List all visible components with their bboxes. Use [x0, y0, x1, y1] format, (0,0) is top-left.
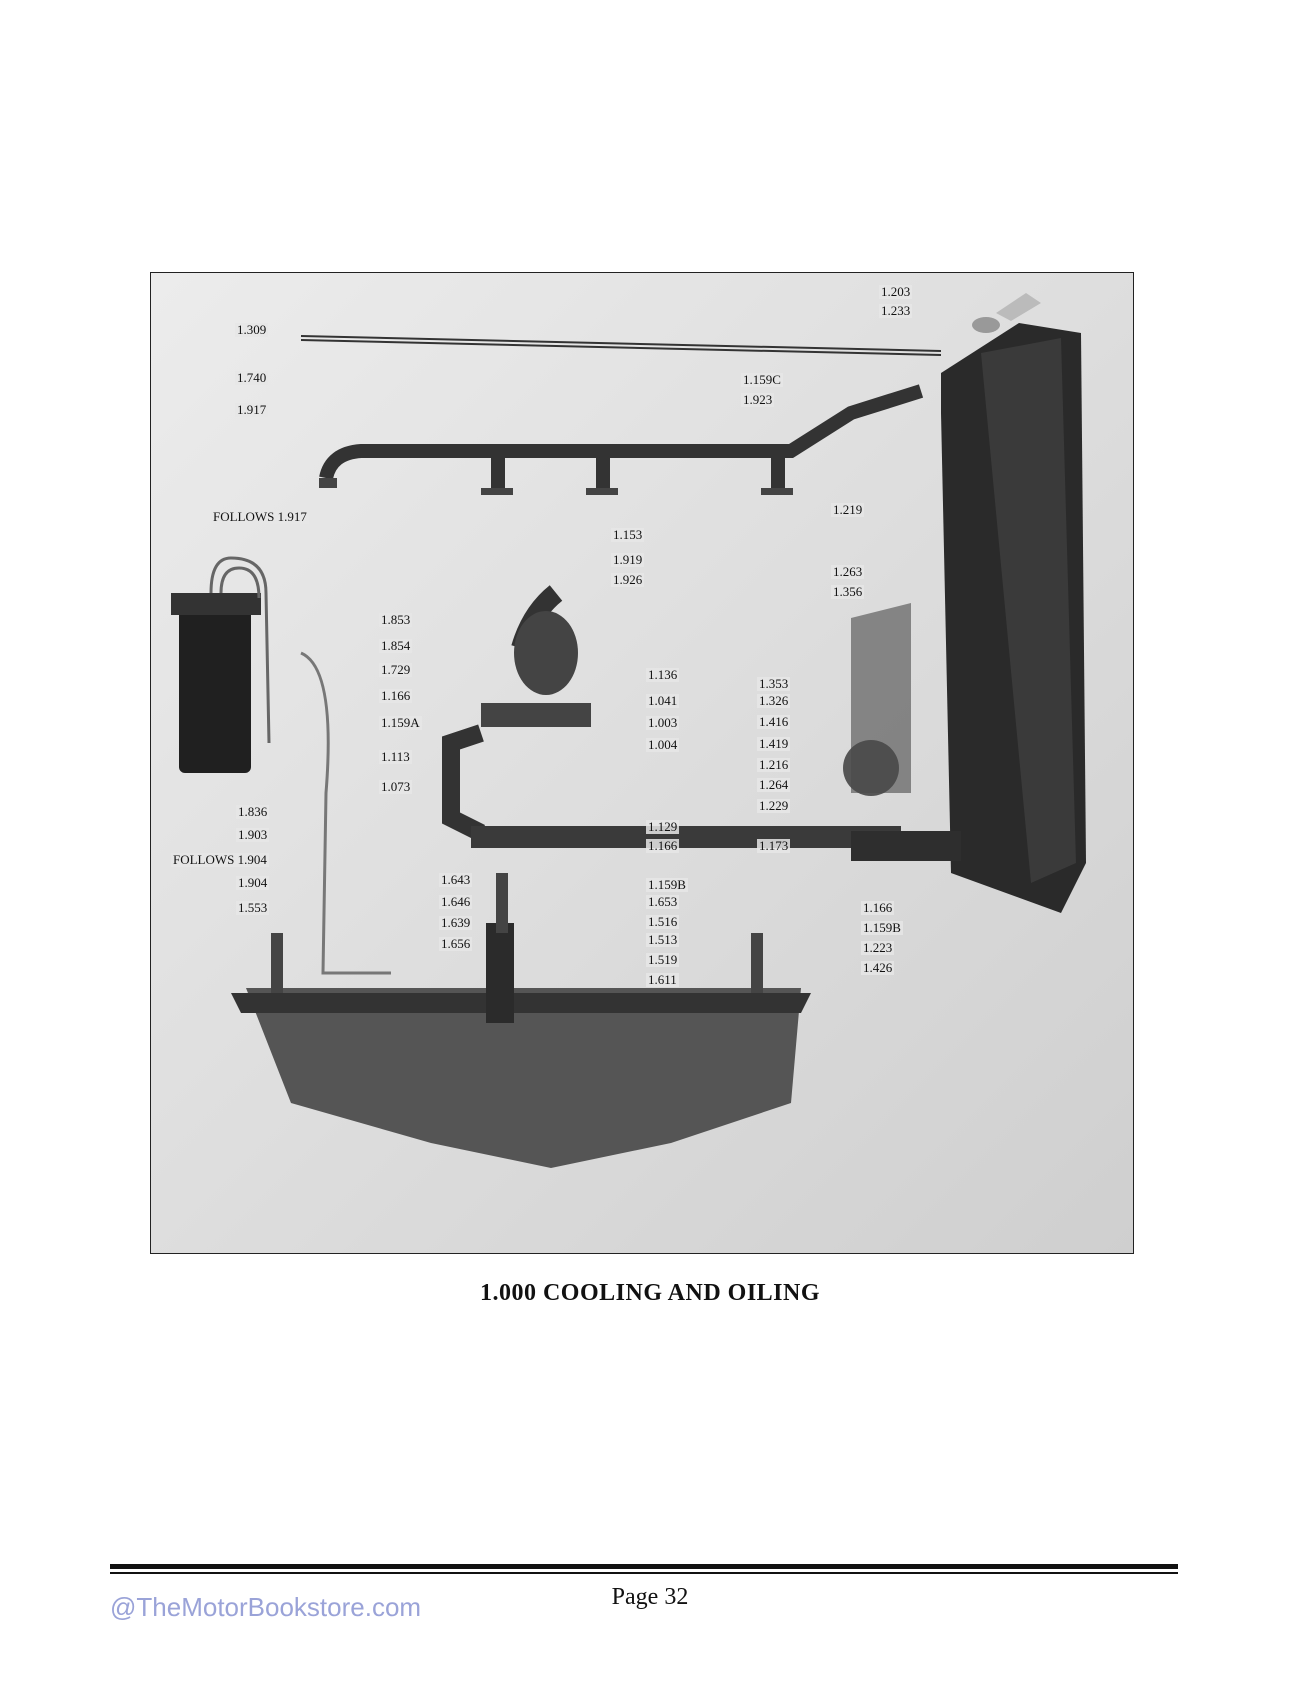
- callout-1.904: 1.904: [236, 875, 270, 890]
- callout-1.223: 1.223: [861, 940, 895, 955]
- callout-1.740: 1.740: [235, 370, 269, 385]
- callout-1.419: 1.419: [757, 736, 791, 751]
- callout-1.136: 1.136: [646, 667, 680, 682]
- callout-1.917: 1.917: [235, 402, 269, 417]
- callout-1.639: 1.639: [439, 915, 473, 930]
- figure-caption: 1.000 COOLING AND OILING: [479, 1280, 821, 1306]
- footer-rule-thin: [110, 1572, 1178, 1574]
- callout-1.004: 1.004: [646, 737, 680, 752]
- callout-follows-1.904: FOLLOWS 1.904: [171, 852, 269, 867]
- callout-1.173: 1.173: [757, 838, 791, 853]
- callout-1.611: 1.611: [646, 972, 679, 987]
- callout-1.356: 1.356: [831, 584, 865, 599]
- callout-1.513: 1.513: [646, 932, 680, 947]
- callout-1.219: 1.219: [831, 502, 865, 517]
- callout-1.041: 1.041: [646, 693, 680, 708]
- callout-1.229: 1.229: [757, 798, 791, 813]
- callout-1.643: 1.643: [439, 872, 473, 887]
- callout-1.656: 1.656: [439, 936, 473, 951]
- callout-1.426: 1.426: [861, 960, 895, 975]
- callout-1.263: 1.263: [831, 564, 865, 579]
- callout-1.216: 1.216: [757, 757, 791, 772]
- callout-1.326: 1.326: [757, 693, 791, 708]
- callout-1.073: 1.073: [379, 779, 413, 794]
- callout-1.353: 1.353: [757, 676, 791, 691]
- footer-rule: [110, 1564, 1178, 1569]
- callout-1.836: 1.836: [236, 804, 270, 819]
- callout-1.926: 1.926: [611, 572, 645, 587]
- callout-1.203: 1.203: [879, 284, 913, 299]
- callout-1.903: 1.903: [236, 827, 270, 842]
- callout-1.516: 1.516: [646, 914, 680, 929]
- callout-1.166-b: 1.166: [646, 838, 680, 853]
- callout-1.159C: 1.159C: [741, 372, 783, 387]
- callout-1.416: 1.416: [757, 714, 791, 729]
- watermark: @TheMotorBookstore.com: [110, 1592, 422, 1622]
- callout-1.729: 1.729: [379, 662, 413, 677]
- callout-1.153: 1.153: [611, 527, 645, 542]
- parts-illustration: 1.203 1.233 1.309 1.740 1.917 1.159C 1.9…: [150, 272, 1134, 1254]
- cooling-and-oiling-parts-illustration-icon: [151, 273, 1133, 1253]
- callout-follows-1.917: FOLLOWS 1.917: [211, 509, 309, 524]
- callout-1.646: 1.646: [439, 894, 473, 909]
- callout-1.853: 1.853: [379, 612, 413, 627]
- callout-1.113: 1.113: [379, 749, 412, 764]
- page-number: Page 32: [611, 1584, 689, 1610]
- callout-1.309: 1.309: [235, 322, 269, 337]
- callout-1.233: 1.233: [879, 303, 913, 318]
- callout-1.129: 1.129: [646, 819, 680, 834]
- callout-1.003: 1.003: [646, 715, 680, 730]
- callout-1.166-c: 1.166: [861, 900, 895, 915]
- callout-1.653: 1.653: [646, 894, 680, 909]
- callout-1.166: 1.166: [379, 688, 413, 703]
- callout-1.159A: 1.159A: [379, 715, 422, 730]
- callout-1.159B-b: 1.159B: [861, 920, 903, 935]
- callout-1.553: 1.553: [236, 900, 270, 915]
- callout-1.854: 1.854: [379, 638, 413, 653]
- callout-1.923: 1.923: [741, 392, 775, 407]
- callout-1.919: 1.919: [611, 552, 645, 567]
- callout-1.264: 1.264: [757, 777, 791, 792]
- callout-1.159B: 1.159B: [646, 877, 688, 892]
- callout-1.519: 1.519: [646, 952, 680, 967]
